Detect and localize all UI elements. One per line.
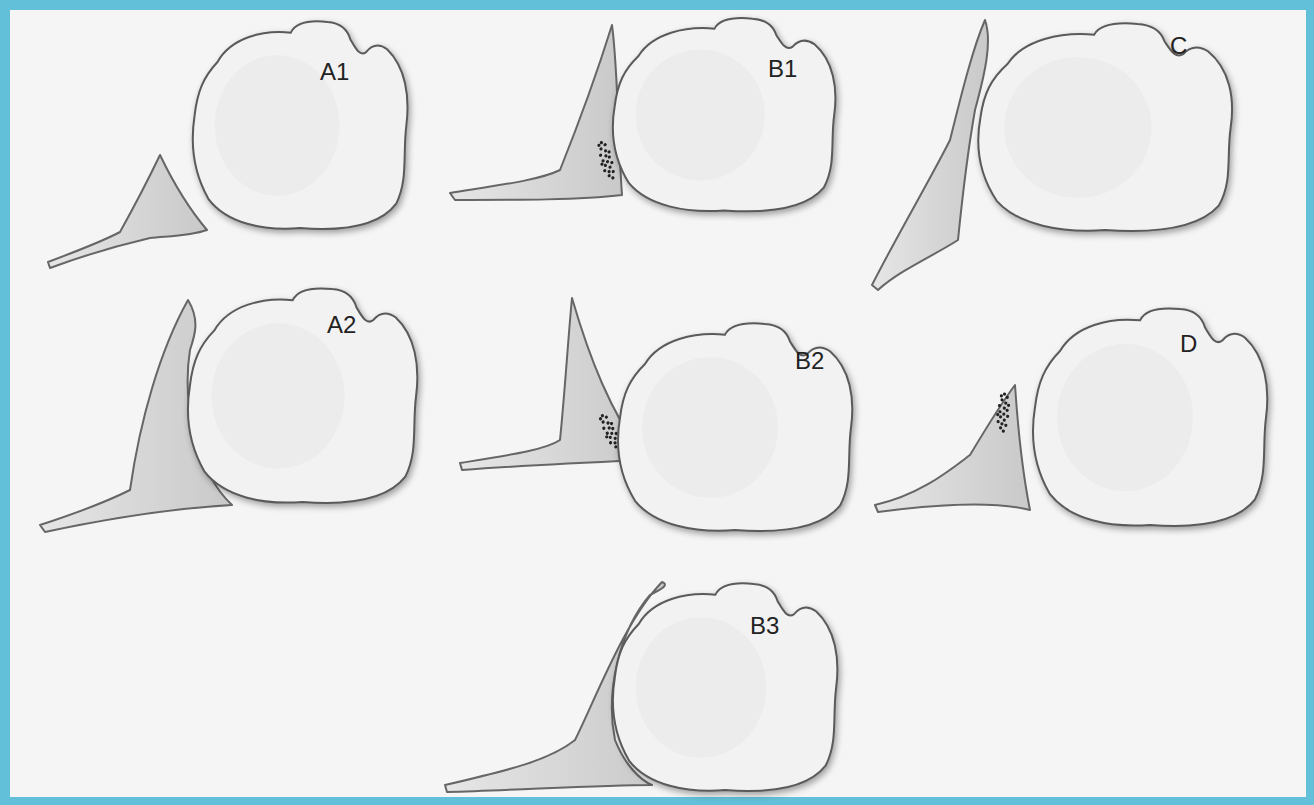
scapula-a1 [48, 155, 207, 268]
humeral-head-shading [636, 617, 766, 758]
humeral-head: C [975, 20, 1235, 235]
humeral-head: A2 [185, 285, 420, 507]
type-label: B2 [795, 347, 824, 375]
type-label: C [1170, 32, 1187, 60]
humeral-head: B2 [615, 320, 855, 535]
humeral-head: D [1030, 305, 1270, 530]
scapula-c [872, 20, 988, 290]
type-label: D [1180, 330, 1197, 358]
type-label: B1 [768, 55, 797, 83]
humeral-head: B1 [610, 15, 838, 215]
humeral-head-shape [188, 288, 417, 502]
humeral-head-outline [610, 15, 838, 215]
humeral-head: A1 [190, 18, 410, 233]
humeral-head-shape [193, 21, 408, 229]
type-label: A2 [327, 311, 356, 339]
humeral-head: B3 [610, 580, 840, 795]
humeral-head-outline [975, 20, 1235, 235]
humeral-head-shape [613, 583, 837, 791]
humeral-head-shading [1004, 57, 1151, 198]
humeral-head-outline [185, 285, 420, 507]
humeral-head-shading [1057, 344, 1193, 491]
type-label: A1 [320, 58, 349, 86]
humeral-head-outline [190, 18, 410, 233]
humeral-head-outline [610, 580, 840, 795]
humeral-head-shading [636, 50, 765, 181]
humeral-head-shape [618, 323, 852, 531]
scapula-b1 [450, 25, 622, 200]
humeral-head-shape [978, 23, 1232, 231]
scapula-d [875, 385, 1030, 512]
humeral-head-shading [211, 323, 344, 468]
type-label: B3 [750, 612, 779, 640]
humeral-head-shading [642, 357, 778, 498]
humeral-head-shape [1033, 308, 1267, 525]
humeral-head-shape [613, 18, 835, 211]
erosion-dots [995, 392, 1012, 433]
humeral-head-outline [1030, 305, 1270, 530]
